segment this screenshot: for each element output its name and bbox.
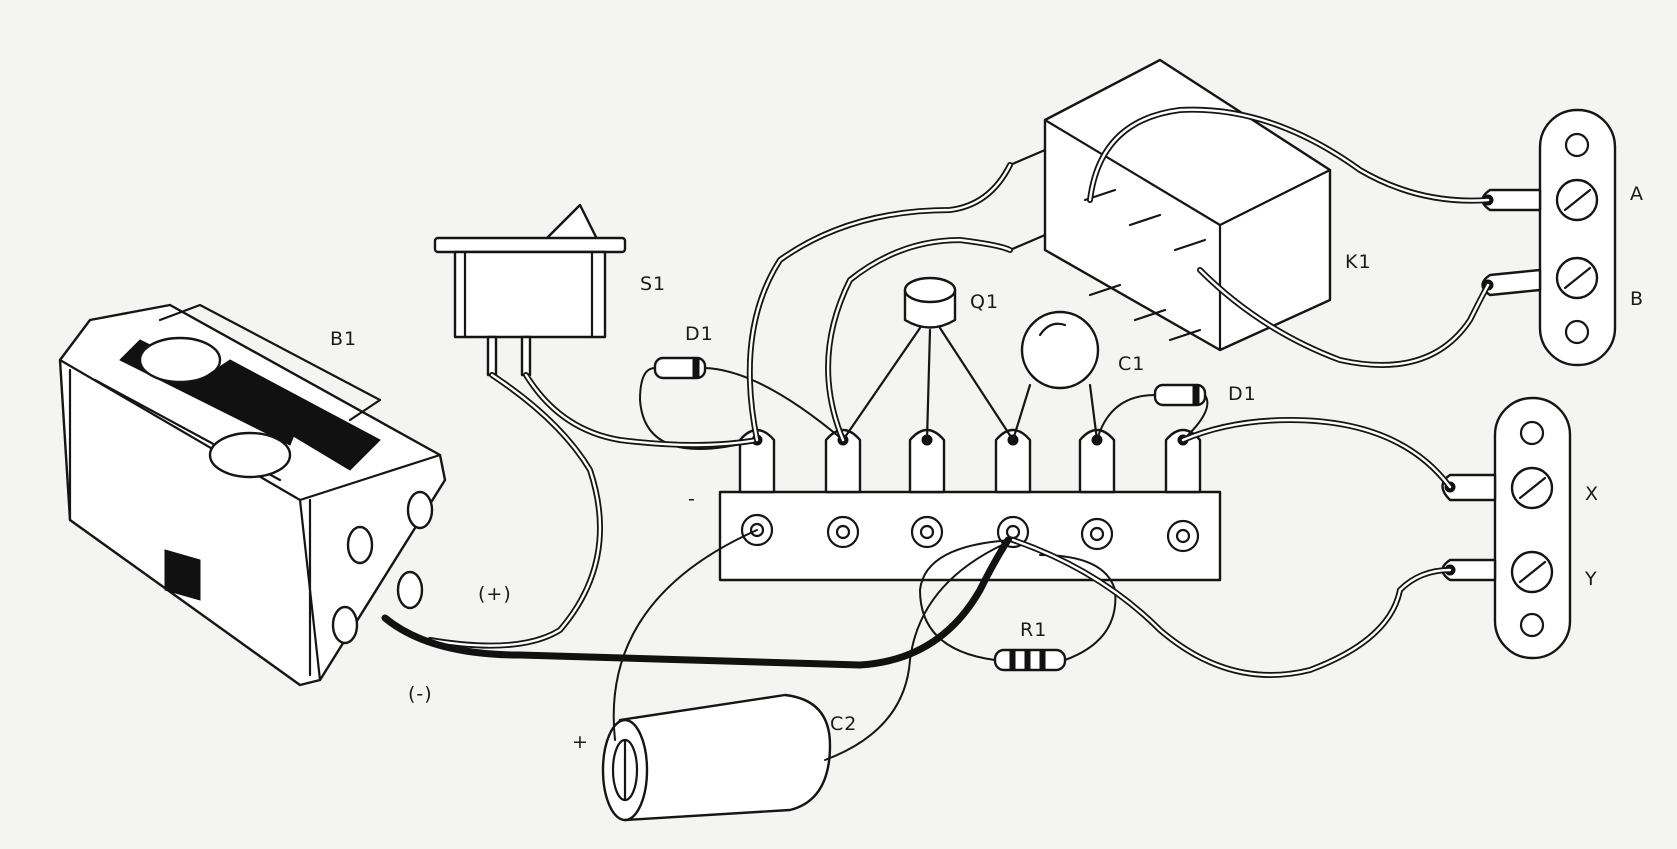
switch-s1 [433,203,627,377]
label-c2-pos: + [572,731,589,753]
battery-holder-b1 [58,303,447,687]
label-q1: Q1 [970,291,999,313]
label-terminal-x: X [1585,483,1599,505]
label-battery-pos: (+) [478,583,512,605]
terminal-strip [718,428,1222,582]
label-battery-neg: (-) [408,683,433,705]
label-c1: C1 [1118,353,1145,375]
label-terminal-a: A [1630,183,1644,205]
relay-k1 [1008,58,1332,352]
resistor-r1 [918,539,1117,672]
terminal-block-ab [1481,108,1617,367]
label-terminal-b: B [1630,288,1644,310]
label-terminal-y: Y [1584,568,1598,590]
label-r1: R1 [1020,619,1047,641]
capacitor-c1 [1011,310,1100,442]
label-d1-left: D1 [685,323,714,345]
terminal-block-xy [1441,396,1572,660]
label-strip-minus: - [688,488,696,510]
transistor-q1 [841,276,1015,442]
wires [381,106,1491,678]
label-d1-right: D1 [1228,383,1257,405]
label-s1: S1 [640,273,666,295]
capacitor-c2 [601,529,1014,822]
label-k1: K1 [1345,251,1372,273]
diode-d1-right [1096,383,1209,441]
diode-d1-left [638,356,844,450]
label-c2: C2 [830,713,857,735]
label-b1: B1 [330,328,357,350]
